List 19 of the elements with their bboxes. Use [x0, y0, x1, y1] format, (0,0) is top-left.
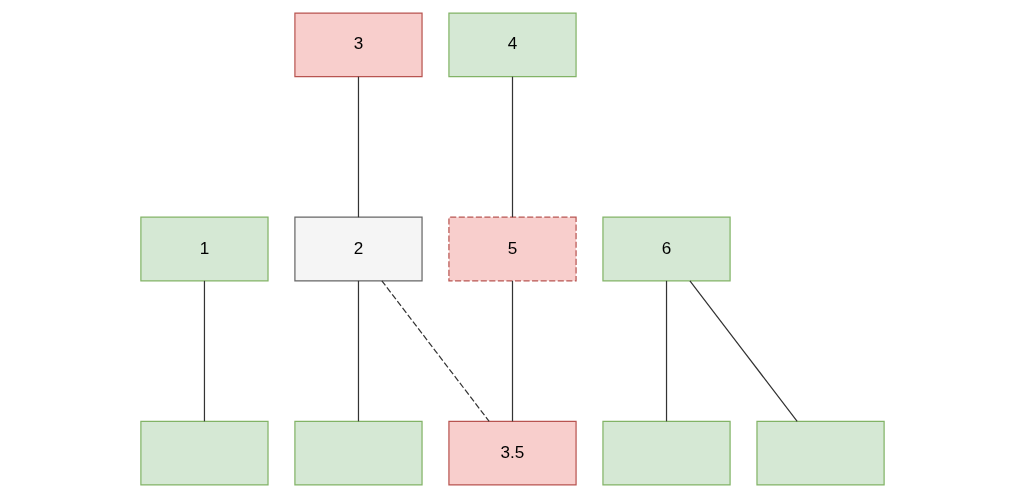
node-box: [601, 420, 731, 486]
connector: [357, 280, 359, 422]
connector: [203, 280, 205, 422]
node-box: 6: [601, 216, 731, 282]
node-box: 1: [139, 216, 269, 282]
node-box: [293, 420, 423, 486]
connector: [665, 280, 667, 422]
node-box: 5: [447, 216, 577, 282]
node-box: 2: [293, 216, 423, 282]
connector: [511, 280, 513, 422]
node-box: [755, 420, 885, 486]
connector: [380, 280, 490, 422]
node-box: [139, 420, 269, 486]
node-box: 4: [447, 12, 577, 78]
connector: [688, 280, 798, 422]
connector: [511, 76, 513, 218]
connector: [357, 76, 359, 218]
node-box: 3.5: [447, 420, 577, 486]
node-box: 3: [293, 12, 423, 78]
